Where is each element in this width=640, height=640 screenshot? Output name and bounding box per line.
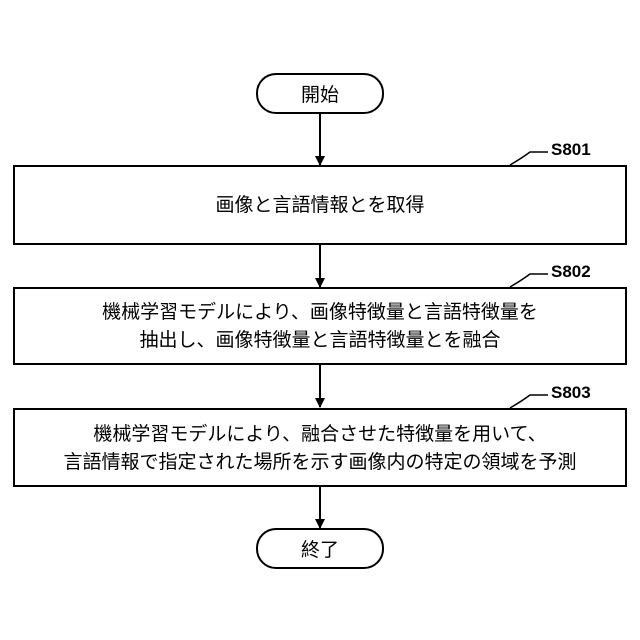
start-terminal: 開始 <box>256 73 384 114</box>
process-text-line: 言語情報で指定された場所を示す画像内の特定の領域を予測 <box>63 448 576 476</box>
process-step-s803: 機械学習モデルにより、融合させた特徴量を用いて、 言語情報で指定された場所を示す… <box>13 408 627 487</box>
process-text: 画像と言語情報とを取得 <box>215 191 424 219</box>
step-leader-s801 <box>510 152 548 165</box>
step-leader-s803 <box>510 395 548 408</box>
start-label: 開始 <box>301 80 339 107</box>
step-id-s802: S802 <box>551 262 591 282</box>
process-step-s802: 機械学習モデルにより、画像特徴量と言語特徴量を 抽出し、画像特徴量と言語特徴量と… <box>13 287 627 365</box>
process-text: 機械学習モデルにより、画像特徴量と言語特徴量を 抽出し、画像特徴量と言語特徴量と… <box>102 298 538 354</box>
process-text-line: 抽出し、画像特徴量と言語特徴量とを融合 <box>102 326 538 354</box>
process-text-line: 画像と言語情報とを取得 <box>215 191 424 219</box>
process-text-line: 機械学習モデルにより、融合させた特徴量を用いて、 <box>63 420 576 448</box>
process-text-line: 機械学習モデルにより、画像特徴量と言語特徴量を <box>102 298 538 326</box>
step-id-s803: S803 <box>551 383 591 403</box>
step-leader-s802 <box>510 274 548 287</box>
step-id-s801: S801 <box>551 140 591 160</box>
end-terminal: 終了 <box>256 528 384 569</box>
end-label: 終了 <box>301 535 339 562</box>
process-step-s801: 画像と言語情報とを取得 <box>13 165 627 245</box>
process-text: 機械学習モデルにより、融合させた特徴量を用いて、 言語情報で指定された場所を示す… <box>63 420 576 476</box>
